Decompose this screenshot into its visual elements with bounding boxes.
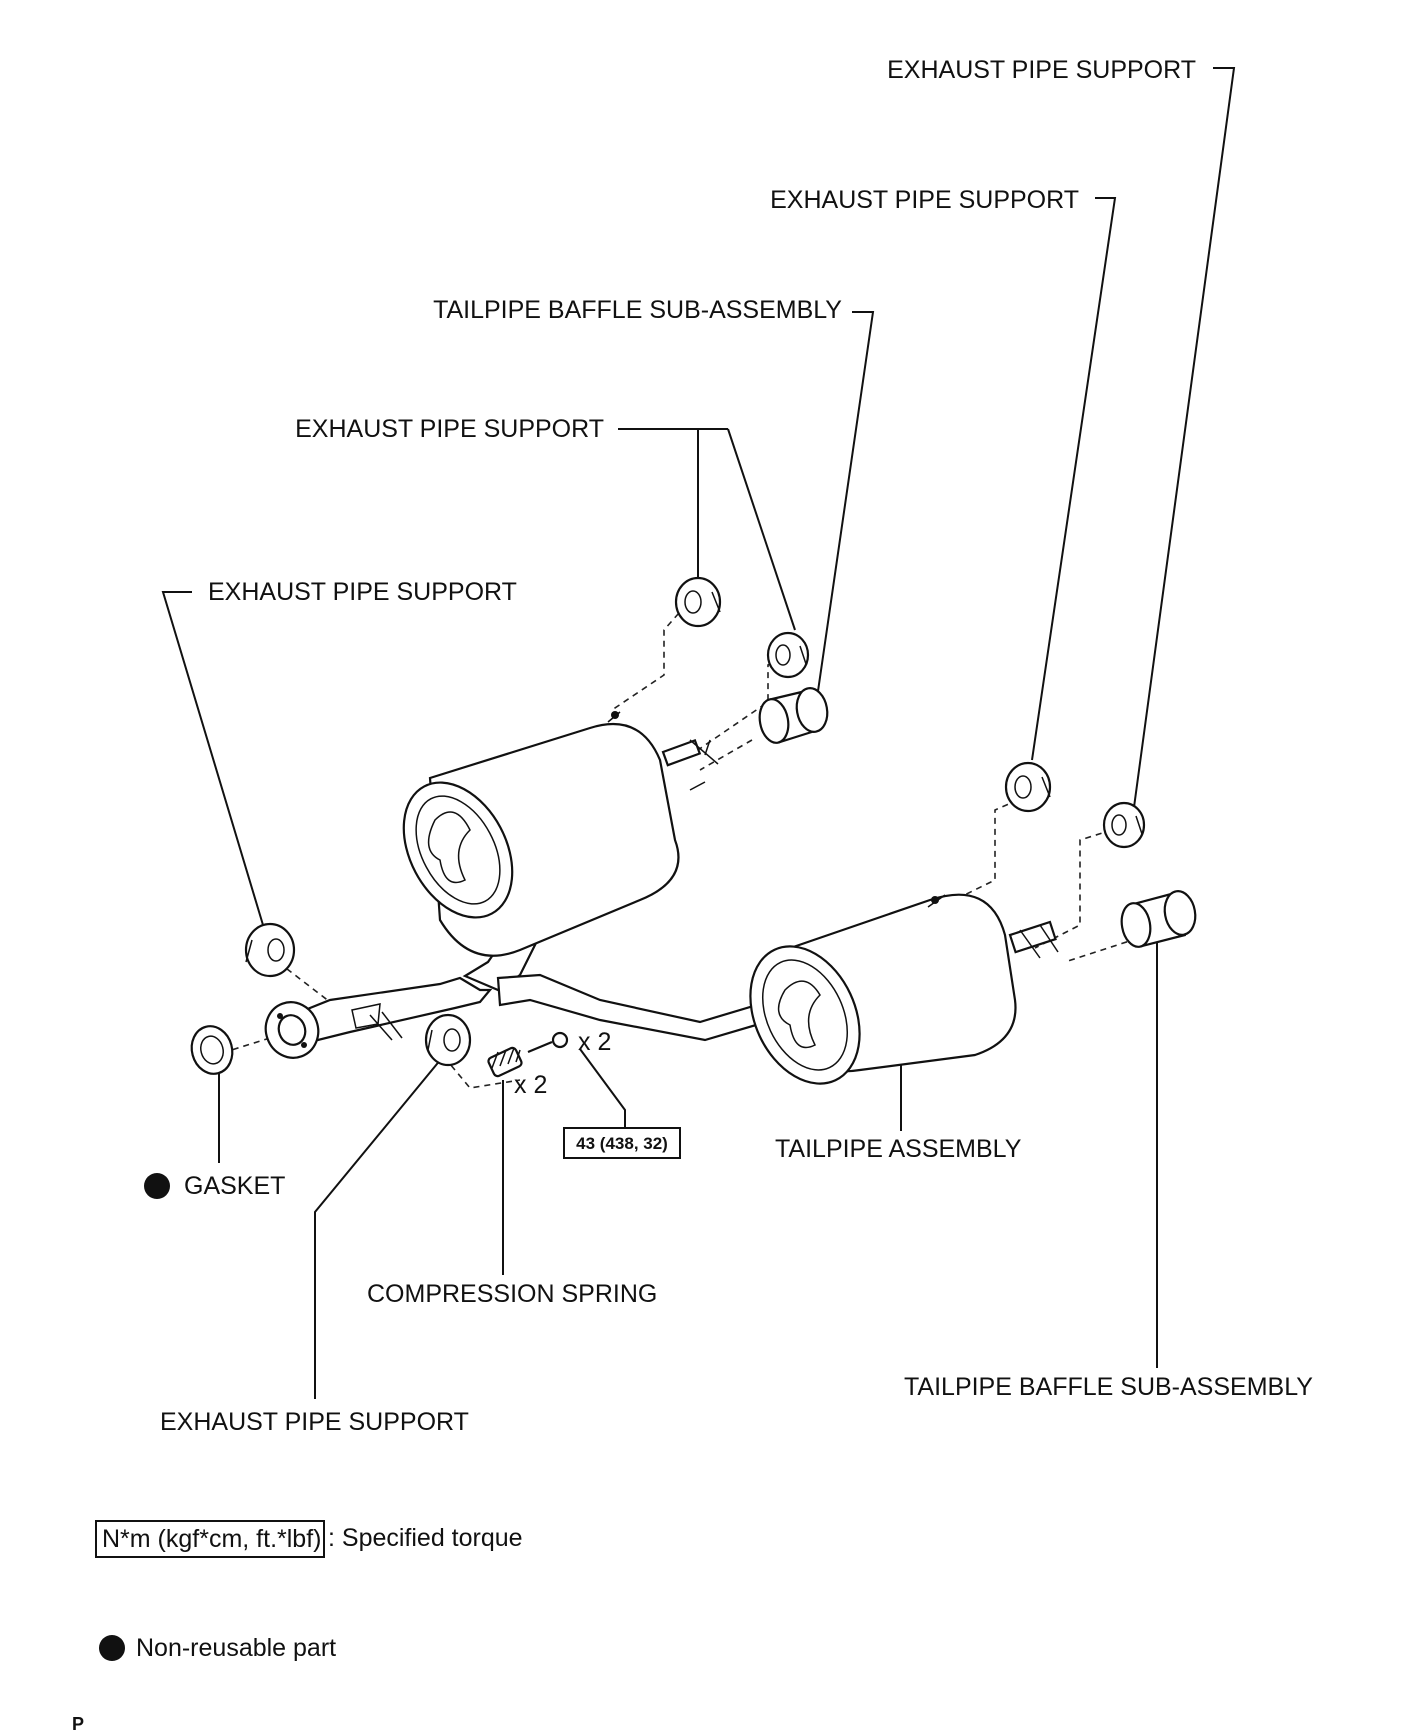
page-marker: P: [72, 1714, 84, 1734]
torque-value: 43 (438, 32): [576, 1134, 668, 1153]
baffle-upper: [758, 687, 829, 744]
support-center-2: [766, 631, 810, 679]
label-support-center: EXHAUST PIPE SUPPORT: [295, 415, 604, 443]
torque-legend-box: [95, 1520, 325, 1558]
non-reusable-marker-gasket: [144, 1173, 170, 1199]
gasket-part: [190, 1025, 234, 1075]
bolt-quantity: x 2: [578, 1028, 611, 1056]
support-center-1: [674, 576, 722, 628]
spring-quantity: x 2: [514, 1071, 547, 1099]
bolt-part: [527, 1031, 569, 1054]
label-tailpipe-assembly: TAILPIPE ASSEMBLY: [775, 1135, 1022, 1163]
support-right-1: [1004, 761, 1052, 813]
non-reusable-legend-icon: [99, 1635, 125, 1661]
label-baffle-lower: TAILPIPE BAFFLE SUB-ASSEMBLY: [904, 1373, 1313, 1401]
legend-non-reusable: Non-reusable part: [136, 1634, 336, 1662]
support-left: [244, 922, 296, 978]
support-right-2: [1102, 801, 1146, 849]
label-support-top-right: EXHAUST PIPE SUPPORT: [887, 56, 1196, 84]
legend-torque-unit: N*m (kgf*cm, ft.*lbf): [102, 1525, 321, 1553]
torque-callout: 43 (438, 32): [563, 1127, 681, 1159]
label-gasket: GASKET: [184, 1172, 285, 1200]
front-flange: [264, 1001, 320, 1059]
legend: N*m (kgf*cm, ft.*lbf) : Specified torque…: [95, 1520, 523, 1662]
label-compression-spring: COMPRESSION SPRING: [367, 1280, 657, 1308]
label-baffle-upper: TAILPIPE BAFFLE SUB-ASSEMBLY: [433, 296, 842, 324]
support-bottom: [424, 1013, 472, 1067]
label-support-left: EXHAUST PIPE SUPPORT: [208, 578, 517, 606]
legend-torque-desc: : Specified torque: [328, 1524, 523, 1552]
tailpipe-assembly-muffler: [749, 893, 1059, 1085]
leader-lines: [161, 67, 1236, 1399]
upper-muffler: [402, 711, 719, 957]
label-support-bottom: EXHAUST PIPE SUPPORT: [160, 1408, 469, 1436]
compression-spring-part: [487, 1046, 523, 1078]
baffle-lower: [1120, 890, 1197, 948]
label-support-right-mid: EXHAUST PIPE SUPPORT: [770, 186, 1079, 214]
